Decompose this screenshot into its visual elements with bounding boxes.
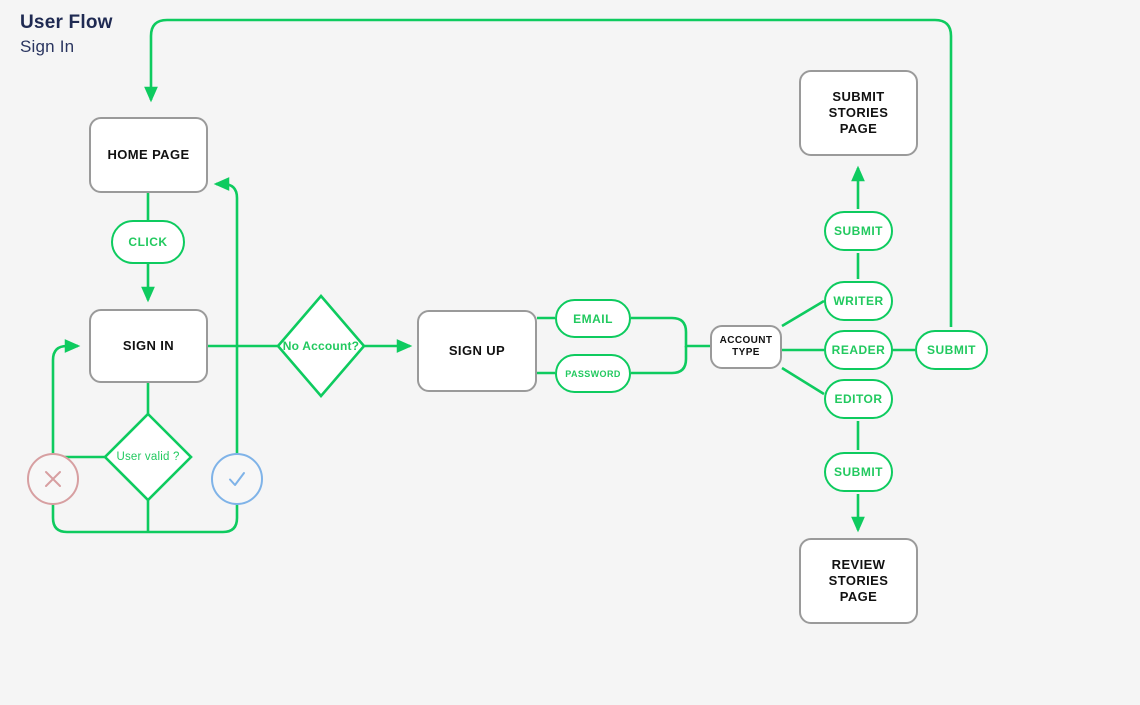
node-submit-editor[interactable]: SUBMIT bbox=[824, 452, 893, 492]
node-home-page-label: HOME PAGE bbox=[107, 146, 190, 162]
node-writer-label: WRITER bbox=[833, 294, 884, 308]
node-review-stories-page-line2: PAGE bbox=[839, 589, 878, 605]
diamond-user-valid-outline bbox=[103, 412, 193, 502]
node-no-account-decision[interactable]: No Account? bbox=[278, 296, 364, 396]
node-editor-label: EDITOR bbox=[834, 392, 883, 406]
node-email-label: EMAIL bbox=[573, 311, 613, 326]
edge-accounttype-to-editor bbox=[781, 366, 825, 396]
node-account-type-label: ACCOUNT TYPE bbox=[719, 334, 773, 359]
node-sign-up[interactable]: SIGN UP bbox=[417, 310, 537, 392]
edge-fail-return-to-signin bbox=[51, 498, 148, 534]
node-password[interactable]: PASSWORD bbox=[555, 354, 631, 393]
node-review-stories-page[interactable]: REVIEW STORIES PAGE bbox=[799, 538, 918, 624]
node-submit-stories-page[interactable]: SUBMIT STORIES PAGE bbox=[799, 70, 918, 156]
node-home-page[interactable]: HOME PAGE bbox=[89, 117, 208, 193]
node-writer[interactable]: WRITER bbox=[824, 281, 893, 321]
node-sign-up-label: SIGN UP bbox=[448, 342, 506, 358]
check-icon bbox=[229, 472, 245, 486]
node-user-valid-label: User valid ? bbox=[116, 451, 180, 463]
diagram-title-block: User Flow Sign In bbox=[20, 12, 113, 56]
edge-submit-to-home-loop bbox=[144, 18, 953, 327]
node-sign-in[interactable]: SIGN IN bbox=[89, 309, 208, 383]
node-review-stories-page-line1: REVIEW STORIES bbox=[828, 556, 889, 588]
node-submit-reader[interactable]: SUBMIT bbox=[915, 330, 988, 370]
edge-accounttype-to-writer bbox=[781, 299, 825, 328]
x-icon bbox=[45, 471, 61, 487]
node-account-type[interactable]: ACCOUNT TYPE bbox=[710, 325, 782, 369]
node-reader-label: READER bbox=[831, 343, 886, 357]
node-submit-editor-label: SUBMIT bbox=[834, 465, 883, 479]
node-password-label: PASSWORD bbox=[565, 368, 621, 379]
edge-check-to-home bbox=[213, 177, 239, 458]
node-click-label: CLICK bbox=[128, 235, 168, 249]
page-subtitle: Sign In bbox=[20, 36, 75, 56]
node-editor[interactable]: EDITOR bbox=[824, 379, 893, 419]
node-no-account-label: No Account? bbox=[282, 339, 360, 353]
node-submit-writer-label: SUBMIT bbox=[834, 224, 883, 238]
node-email[interactable]: EMAIL bbox=[555, 299, 631, 338]
status-badge-invalid bbox=[27, 453, 79, 505]
node-submit-reader-label: SUBMIT bbox=[927, 343, 976, 357]
node-submit-stories-page-line1: SUBMIT STORIES bbox=[828, 88, 889, 120]
edge-fail-up-arrow bbox=[51, 339, 81, 498]
page-title: User Flow bbox=[20, 12, 113, 33]
node-user-valid-decision[interactable]: User valid ? bbox=[105, 414, 191, 500]
node-reader[interactable]: READER bbox=[824, 330, 893, 370]
node-submit-writer[interactable]: SUBMIT bbox=[824, 211, 893, 251]
node-submit-stories-page-line2: PAGE bbox=[839, 121, 878, 137]
edge-password-to-accounttype bbox=[631, 346, 688, 375]
edge-rail-right-to-check bbox=[148, 500, 239, 534]
diamond-no-account-outline bbox=[276, 294, 366, 398]
node-click[interactable]: CLICK bbox=[111, 220, 185, 264]
edge-email-to-accounttype bbox=[631, 316, 710, 348]
node-sign-in-label: SIGN IN bbox=[122, 337, 175, 353]
status-badge-valid bbox=[211, 453, 263, 505]
